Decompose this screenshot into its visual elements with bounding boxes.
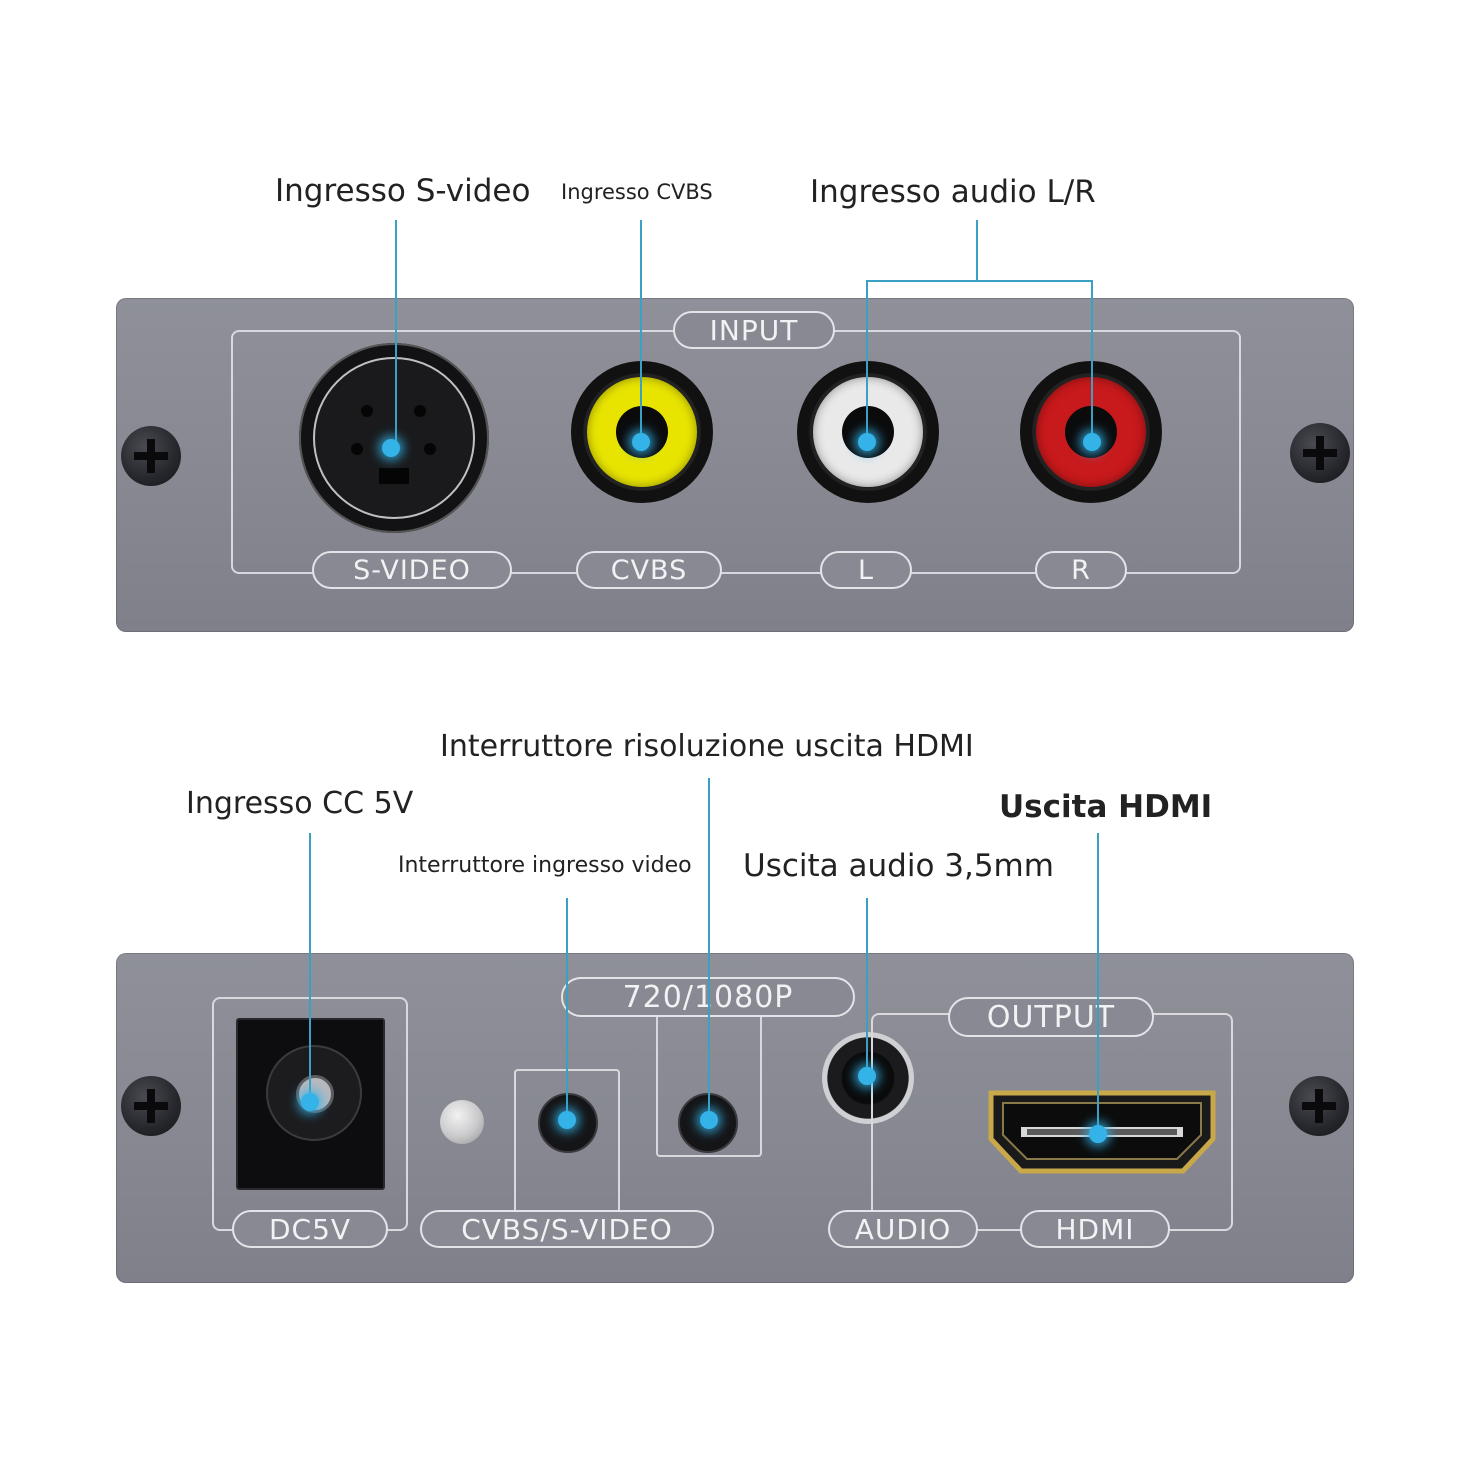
screw-icon [121, 426, 181, 486]
svideo-pin [361, 405, 373, 417]
indicator-dot [382, 439, 400, 457]
leader-line [395, 220, 397, 448]
audio-left-port[interactable] [797, 361, 939, 503]
leader-line [866, 280, 868, 446]
indicator-dot [558, 1111, 576, 1129]
audio-label: AUDIO [828, 1210, 978, 1248]
indicator-dot [858, 1067, 876, 1085]
svideo-pin [414, 405, 426, 417]
indicator-dot [301, 1093, 319, 1111]
callout-hdmi-output: Uscita HDMI [999, 789, 1213, 825]
callout-dc-input: Ingresso CC 5V [186, 786, 414, 821]
callout-video-input-switch: Interruttore ingresso video [398, 853, 692, 878]
indicator-dot [858, 433, 876, 451]
resolution-switch-frame [656, 1010, 762, 1157]
leader-line [566, 898, 568, 1118]
indicator-dot [1089, 1125, 1107, 1143]
leader-line [640, 220, 642, 448]
cvbs-port[interactable] [571, 361, 713, 503]
callout-svideo-input: Ingresso S-video [275, 173, 531, 209]
indicator-dot [700, 1111, 718, 1129]
svideo-port[interactable] [299, 343, 489, 533]
power-led [440, 1100, 484, 1144]
svideo-key [379, 468, 409, 484]
callout-audio-output: Uscita audio 3,5mm [743, 848, 1054, 884]
port-label-svideo: S-VIDEO [312, 551, 512, 589]
hdmi-label: HDMI [1020, 1210, 1170, 1248]
svideo-pin [424, 443, 436, 455]
leader-line [1091, 280, 1093, 446]
svideo-socket [313, 357, 475, 519]
screw-icon [121, 1076, 181, 1136]
input-group-label: INPUT [673, 311, 835, 349]
callout-audio-lr-input: Ingresso audio L/R [810, 174, 1096, 210]
port-label-right: R [1035, 551, 1127, 589]
svideo-pin [351, 443, 363, 455]
leader-line [708, 778, 710, 1118]
dc-label: DC5V [232, 1210, 388, 1248]
leader-line [866, 280, 1093, 282]
video-switch-label: CVBS/S-VIDEO [420, 1210, 714, 1248]
leader-line [1097, 833, 1099, 1133]
indicator-dot [1083, 433, 1101, 451]
port-label-cvbs: CVBS [576, 551, 722, 589]
callout-cvbs-input: Ingresso CVBS [561, 180, 713, 204]
callout-hdmi-resolution-switch: Interruttore risoluzione uscita HDMI [440, 729, 974, 764]
indicator-dot [632, 433, 650, 451]
leader-line [866, 898, 868, 1076]
screw-icon [1290, 423, 1350, 483]
port-label-left: L [820, 551, 912, 589]
leader-line [976, 220, 978, 282]
output-label: OUTPUT [948, 997, 1154, 1037]
leader-line [309, 833, 311, 1099]
resolution-label: 720/1080P [561, 977, 855, 1017]
screw-icon [1289, 1076, 1349, 1136]
